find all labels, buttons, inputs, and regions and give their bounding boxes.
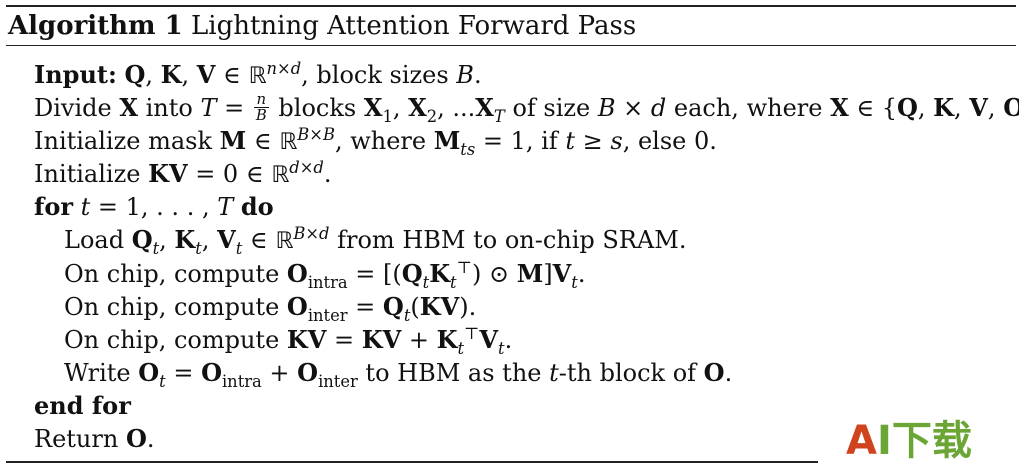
line-init-mask: Initialize mask M ∈ ℝB×B, where Mts = 1,…	[34, 125, 717, 159]
algorithm-title: Algorithm 1 Lightning Attention Forward …	[8, 9, 636, 43]
line-input: Input: Q, K, V ∈ ℝn×d, block sizes B.	[34, 59, 482, 89]
top-rule	[6, 5, 1016, 7]
line-return: Return O.	[34, 424, 155, 454]
bottom-rule	[6, 461, 818, 463]
input-dims: n×d	[266, 59, 302, 78]
line-intra: On chip, compute Ointra = [(QtKt⊤) ⊙ M]V…	[64, 257, 586, 292]
input-keyword: Input:	[34, 60, 117, 89]
algorithm-name: Lightning Attention Forward Pass	[190, 11, 637, 41]
title-rule	[6, 45, 1016, 46]
line-for: for t = 1, . . . , T do	[34, 192, 274, 222]
line-load: Load Qt, Kt, Vt ∈ ℝB×d from HBM to on-ch…	[64, 224, 687, 259]
watermark-logo: AI下载	[846, 418, 972, 464]
line-endfor: end for	[34, 389, 1009, 422]
line-kv-update: On chip, compute KV = KV + Kt⊤Vt.	[64, 323, 513, 358]
algorithm-label: Algorithm 1	[8, 11, 183, 41]
line-inter: On chip, compute Ointer = Qt(KV).	[64, 291, 477, 325]
end-for-keyword: end for	[34, 390, 131, 420]
line-write: Write Ot = Ointra + Ointer to HBM as the…	[64, 357, 733, 391]
for-keyword: for	[34, 192, 73, 222]
do-keyword: do	[240, 192, 274, 222]
line-init-kv: Initialize KV = 0 ∈ ℝd×d.	[34, 158, 332, 189]
algorithm-body: Input: Q, K, V ∈ ℝn×d, block sizes B. Di…	[34, 58, 1019, 455]
